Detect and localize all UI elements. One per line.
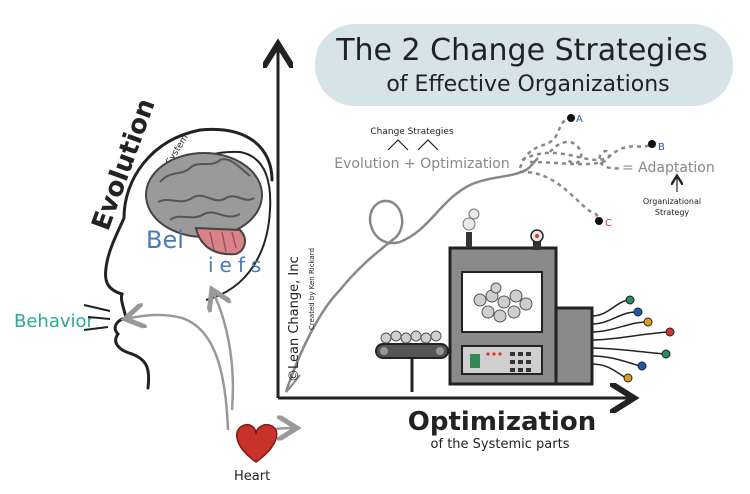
head-outline — [104, 127, 274, 390]
brain-icon — [145, 152, 263, 256]
path-a-endpoint — [567, 114, 575, 122]
output-wires — [591, 299, 669, 379]
path-b-label: B — [658, 142, 665, 153]
path-c-endpoint — [595, 217, 603, 225]
credit-author: Created by Ken Rickard — [308, 248, 316, 330]
beliefs-label-part-2: iefs — [208, 253, 267, 277]
evolution-path — [284, 157, 539, 393]
credit-company: ©Lean Change, Inc — [287, 256, 302, 382]
title-bubble: The 2 Change Strategies of Effective Org… — [315, 24, 733, 106]
beliefs-label-part-1: Bel — [146, 226, 184, 254]
machine — [448, 208, 594, 386]
path-c-label: C — [605, 218, 612, 229]
heart-to-beliefs-arrow — [214, 294, 235, 411]
x-axis-label: Optimization — [408, 407, 596, 437]
conveyor-belt — [375, 330, 449, 392]
change-strategies-header: Change Strategies — [370, 127, 454, 137]
output-dots — [623, 295, 675, 383]
behavior-label: Behavior — [14, 311, 95, 332]
x-axis-sublabel: of the Systemic parts — [431, 437, 570, 452]
path-a-label: A — [576, 114, 583, 125]
title-line-2: of Effective Organizations — [386, 72, 669, 97]
evolution-curve-tail — [285, 374, 301, 393]
equation-formula: Evolution + Optimization — [334, 156, 509, 172]
path-b-endpoint — [648, 140, 656, 148]
strategy-note-line-1: Organizational — [643, 197, 701, 206]
header-arrows — [387, 139, 439, 151]
heart-to-behavior-arrow — [130, 315, 230, 431]
equation-result: = Adaptation — [622, 160, 715, 176]
heart-icon — [236, 423, 278, 463]
strategy-note-line-2: Strategy — [655, 208, 690, 217]
title-line-1: The 2 Change Strategies — [335, 33, 708, 68]
mouth-lines — [83, 304, 111, 331]
heart-label: Heart — [234, 469, 270, 484]
